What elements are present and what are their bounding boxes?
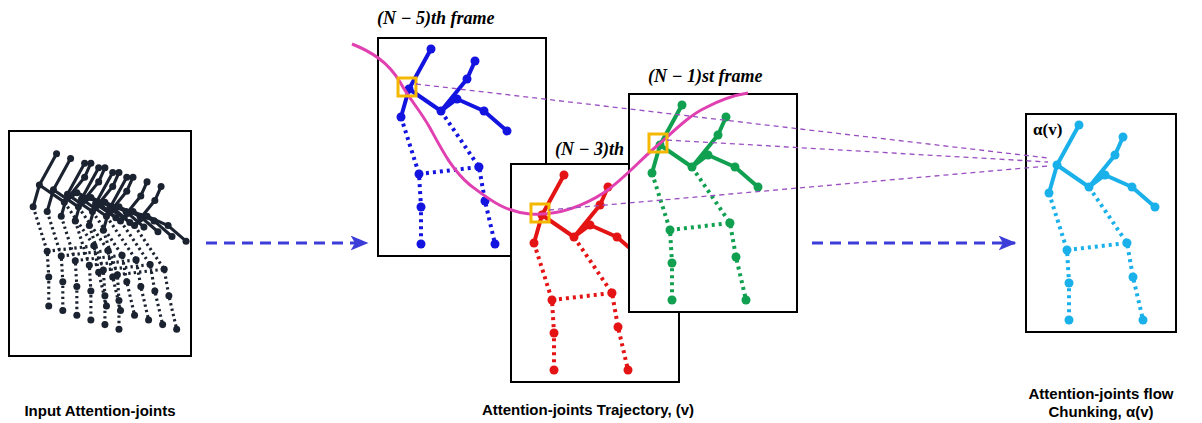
- panel-caption: Attention-joints Trajectory, (v): [482, 401, 694, 419]
- output-frame: α(v)Attention-joints flow Chunking, α(v): [1025, 113, 1177, 333]
- cyan-skeleton: [1027, 115, 1175, 331]
- skeleton-overlay: [30, 150, 190, 333]
- frame-title: (N − 1)st frame: [648, 66, 762, 88]
- input-frame: Input Attention-joints: [8, 130, 192, 357]
- frame-title: (N − 5)th frame: [377, 8, 494, 30]
- skeleton: [397, 45, 512, 249]
- frame-green: (N − 1)st frame: [628, 93, 798, 313]
- flow-arrow: [206, 242, 367, 245]
- skeleton: [1045, 121, 1160, 325]
- panel-caption: Input Attention-joints: [24, 402, 175, 420]
- panel-caption: Attention-joints flow Chunking, α(v): [1011, 385, 1191, 421]
- input-skeletons: [10, 132, 190, 355]
- skeleton: [648, 101, 763, 305]
- green-skeleton: [630, 95, 796, 311]
- flow-arrow: [812, 242, 1015, 245]
- alpha-symbol: α(v): [1033, 120, 1062, 140]
- frame-title: (N − 3)th: [555, 139, 624, 161]
